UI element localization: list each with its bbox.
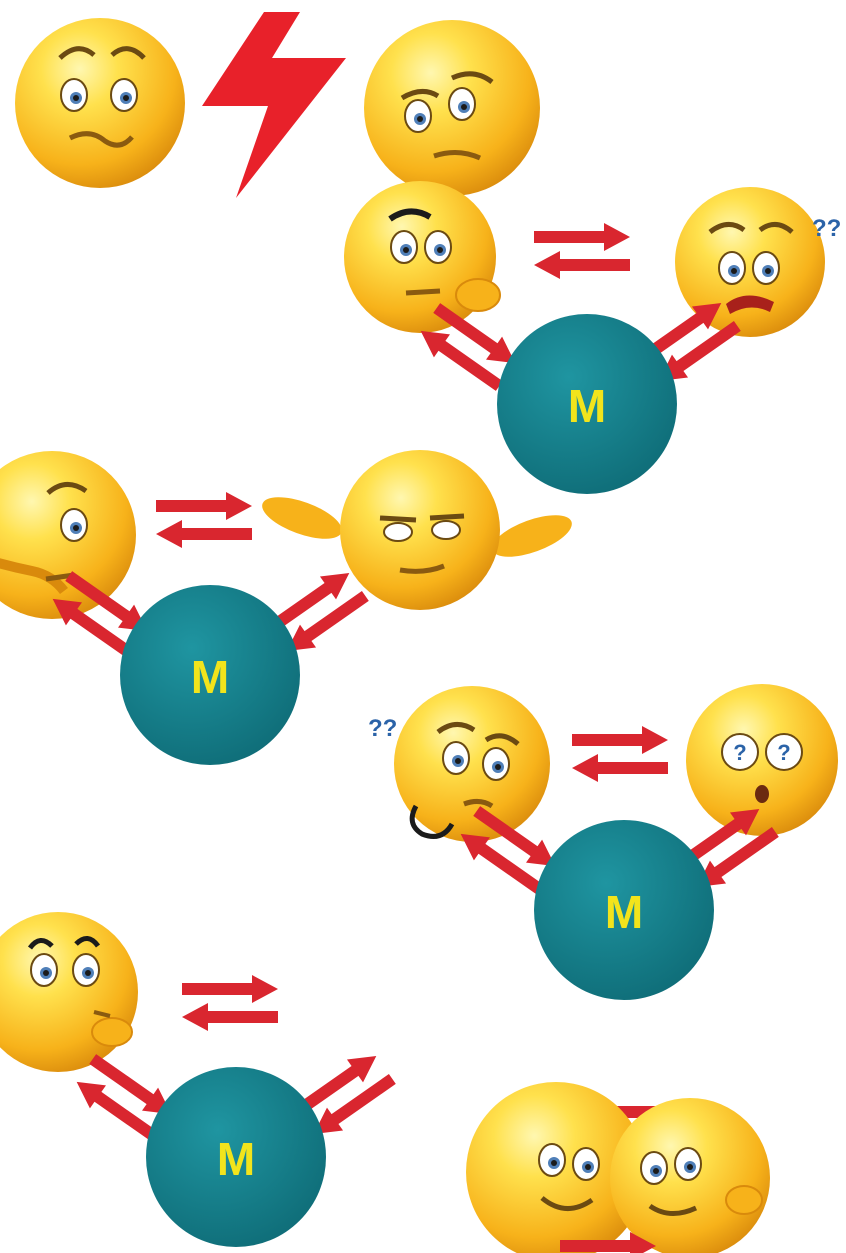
mediator-circle-icon: M [120, 585, 300, 765]
mediator-circle-icon: M [534, 820, 714, 1000]
puzzled-face-icon [394, 686, 550, 842]
svg-text:?: ? [733, 740, 746, 765]
question-marks-label-1: ?? [812, 215, 841, 242]
mediator-label: M [217, 1133, 255, 1185]
eye-roll-shrug-face-icon [262, 450, 572, 610]
mediation-triangle-3: ?? ? ? M [368, 684, 838, 1000]
svg-text:?: ? [777, 740, 790, 765]
mediator-label: M [605, 886, 643, 938]
conflict-row [15, 12, 540, 198]
mediation-triangle-1: ?? M [344, 181, 841, 494]
thinking-face-icon [0, 912, 138, 1072]
lightning-bolt-icon [202, 12, 346, 198]
worried-face-icon [15, 18, 185, 188]
arrow-pair-top-1 [534, 223, 630, 279]
suspicious-face-icon [364, 20, 540, 196]
resolution-group [466, 1082, 770, 1253]
arrow-pair-top-4 [182, 975, 278, 1031]
arrow-pair-top-3 [572, 726, 668, 782]
mediator-label: M [568, 380, 606, 432]
mediation-triangle-2: M [0, 450, 572, 765]
skeptical-face-icon [344, 181, 501, 333]
mediation-triangle-4: M [0, 912, 400, 1247]
cheek-to-cheek-faces-icon [466, 1082, 770, 1253]
mediator-circle-icon: M [497, 314, 677, 494]
thinking-face-icon [0, 451, 136, 619]
questioning-face-icon: ? ? [686, 684, 838, 836]
alarmed-face-icon [675, 187, 825, 337]
question-marks-label-2: ?? [368, 715, 397, 742]
mediator-circle-icon: M [146, 1067, 326, 1247]
mediator-label: M [191, 651, 229, 703]
arrow-pair-top-2 [156, 492, 252, 548]
